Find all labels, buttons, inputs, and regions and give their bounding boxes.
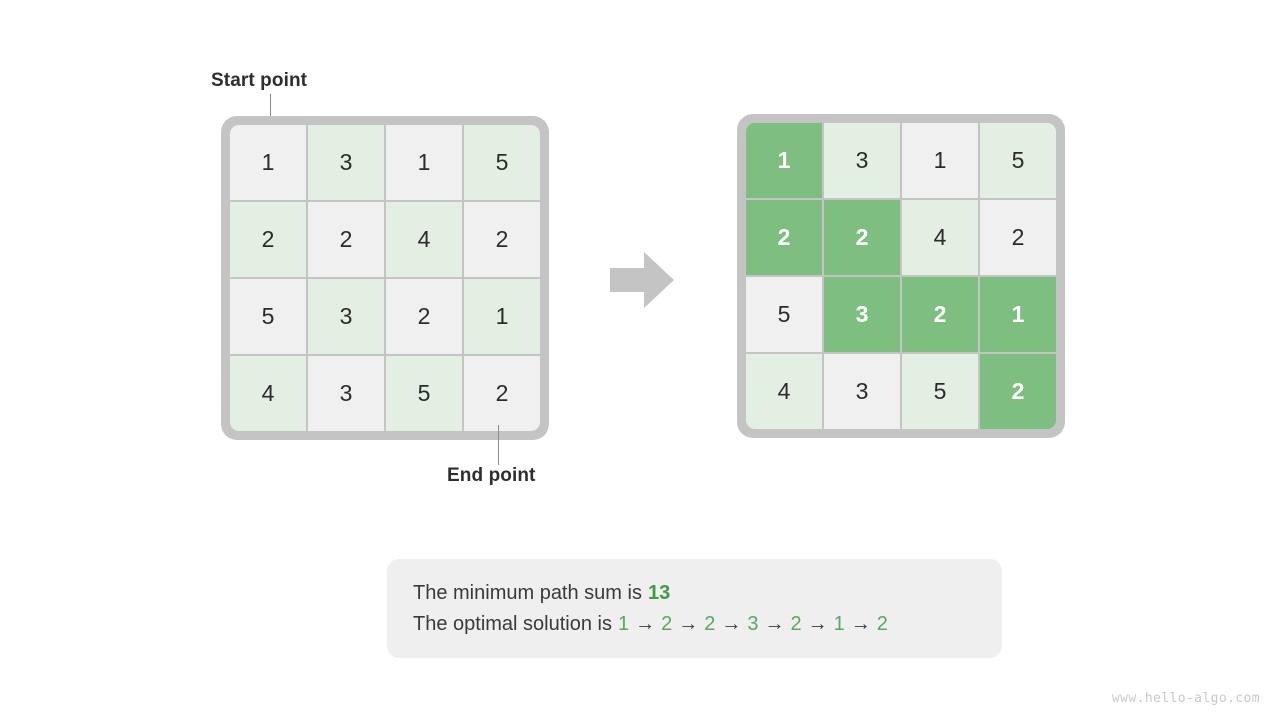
grid-cell: 5 bbox=[230, 279, 306, 354]
grid-cell: 2 bbox=[308, 202, 384, 277]
path-node: 2 bbox=[704, 612, 716, 635]
grid-cell: 1 bbox=[902, 123, 978, 198]
start-point-label: Start point bbox=[211, 70, 308, 91]
grid-cell: 2 bbox=[230, 202, 306, 277]
grid-cell: 2 bbox=[386, 279, 462, 354]
grid-cell: 3 bbox=[824, 123, 900, 198]
minimum-sum-label: The minimum path sum is bbox=[413, 581, 642, 604]
path-arrow-icon: → bbox=[635, 612, 656, 635]
end-point-label: End point bbox=[447, 465, 536, 486]
grid-cell: 2 bbox=[464, 202, 540, 277]
grid-cell: 2 bbox=[824, 200, 900, 275]
grid-cell: 5 bbox=[464, 125, 540, 200]
grid-cell: 1 bbox=[464, 279, 540, 354]
grid-cell: 1 bbox=[980, 277, 1056, 352]
grid-cell: 4 bbox=[746, 354, 822, 429]
grid-cell: 4 bbox=[386, 202, 462, 277]
grid-cell: 5 bbox=[980, 123, 1056, 198]
grid-cell: 2 bbox=[746, 200, 822, 275]
path-node: 1 bbox=[617, 612, 630, 635]
grid-cell: 2 bbox=[902, 277, 978, 352]
path-node: 2 bbox=[790, 612, 802, 635]
path-arrow-icon: → bbox=[721, 612, 742, 635]
path-arrow-icon: → bbox=[764, 612, 785, 635]
grid-cell: 4 bbox=[902, 200, 978, 275]
minimum-sum-value: 13 bbox=[647, 581, 671, 604]
path-arrow-icon: → bbox=[678, 612, 699, 635]
path-node: 3 bbox=[747, 612, 759, 635]
grid-cell: 1 bbox=[386, 125, 462, 200]
grid-cell: 5 bbox=[902, 354, 978, 429]
end-point-leader-line bbox=[498, 425, 499, 465]
watermark: www.hello-algo.com bbox=[1111, 691, 1260, 706]
optimal-path-sequence: 1→2→2→3→2→1→2 bbox=[618, 613, 888, 636]
path-node: 2 bbox=[876, 612, 888, 635]
path-arrow-icon: → bbox=[850, 612, 871, 635]
path-arrow-icon: → bbox=[807, 612, 828, 635]
grid-cell: 3 bbox=[308, 125, 384, 200]
grid-cell: 2 bbox=[980, 200, 1056, 275]
grid-cell: 1 bbox=[746, 123, 822, 198]
grid-cell: 4 bbox=[230, 356, 306, 431]
optimal-solution-label: The optimal solution is bbox=[413, 612, 612, 635]
grid-cell: 2 bbox=[464, 356, 540, 431]
grid-cell: 5 bbox=[386, 356, 462, 431]
result-panel: The minimum path sum is 13 The optimal s… bbox=[387, 559, 1002, 658]
grid-cell: 3 bbox=[824, 354, 900, 429]
grid-cell: 3 bbox=[308, 356, 384, 431]
grid-cell: 2 bbox=[980, 354, 1056, 429]
optimal-solution-line: The optimal solution is 1→2→2→3→2→1→2 bbox=[413, 613, 976, 636]
grid-cell: 3 bbox=[824, 277, 900, 352]
right-arrow-icon bbox=[610, 252, 674, 308]
grid-cell: 1 bbox=[230, 125, 306, 200]
path-node: 2 bbox=[661, 612, 673, 635]
grid-cell: 3 bbox=[308, 279, 384, 354]
path-node: 1 bbox=[833, 612, 845, 635]
grid-cell: 5 bbox=[746, 277, 822, 352]
minimum-sum-line: The minimum path sum is 13 bbox=[413, 582, 976, 605]
